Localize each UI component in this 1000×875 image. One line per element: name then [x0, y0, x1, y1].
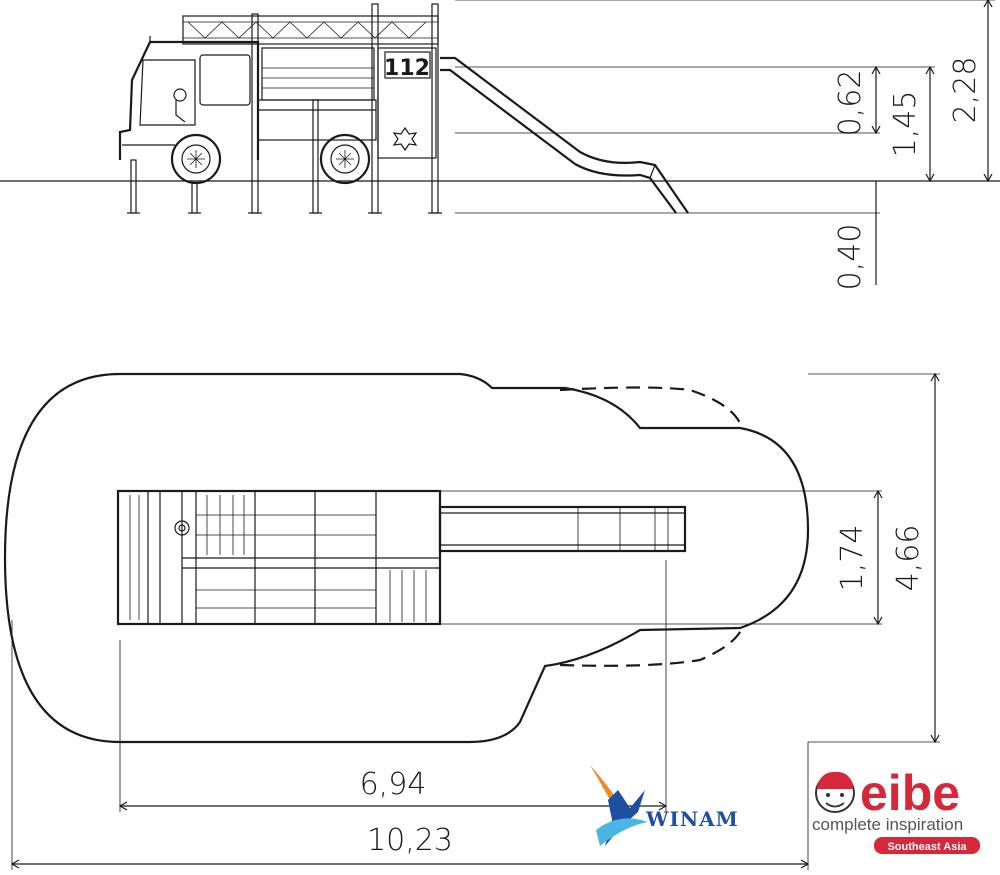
slide-exit-dashed-bottom [559, 627, 744, 667]
slide-height-label: 1,45 [888, 91, 923, 158]
total-height-label: 2,28 [948, 57, 983, 124]
platform-height-label: 0,62 [833, 70, 868, 137]
truck-cab [118, 36, 260, 160]
safety-width-label: 4,66 [891, 525, 926, 592]
elevation-view: 112 [0, 0, 1000, 290]
plan-view: 1,74 4,66 6,94 10,23 [3, 372, 940, 870]
foundation-depth-label: 0,40 [833, 224, 868, 291]
truck-plan [116, 489, 442, 626]
eibe-face-icon [815, 771, 855, 813]
elevation-dimensions [871, 0, 993, 285]
front-wheel [170, 133, 222, 185]
equipment-length-label: 6,94 [360, 767, 427, 802]
slide-plan [438, 505, 687, 553]
deck-width-label: 1,74 [835, 525, 870, 592]
eibe-tagline: complete inspiration [812, 815, 963, 834]
safety-area-outline [3, 372, 810, 744]
eibe-logo: eibe complete inspiration Southeast Asia [812, 765, 980, 854]
eibe-region-label: Southeast Asia [887, 841, 967, 853]
eibe-wordmark: eibe [860, 765, 960, 821]
truck-number: 112 [384, 56, 430, 81]
slide-exit-dashed [559, 386, 744, 429]
slide-elevation [440, 56, 689, 214]
plan-dimensions [10, 372, 940, 869]
winam-wave-icon [596, 818, 648, 846]
support-posts [127, 3, 442, 214]
eibe-region-badge [874, 837, 980, 854]
safety-length-label: 10,23 [367, 823, 453, 858]
winam-wordmark: WINAM [645, 807, 739, 831]
roof-ladder [182, 15, 439, 45]
rear-wheel [319, 133, 371, 185]
winam-logo: WINAM [590, 765, 739, 846]
